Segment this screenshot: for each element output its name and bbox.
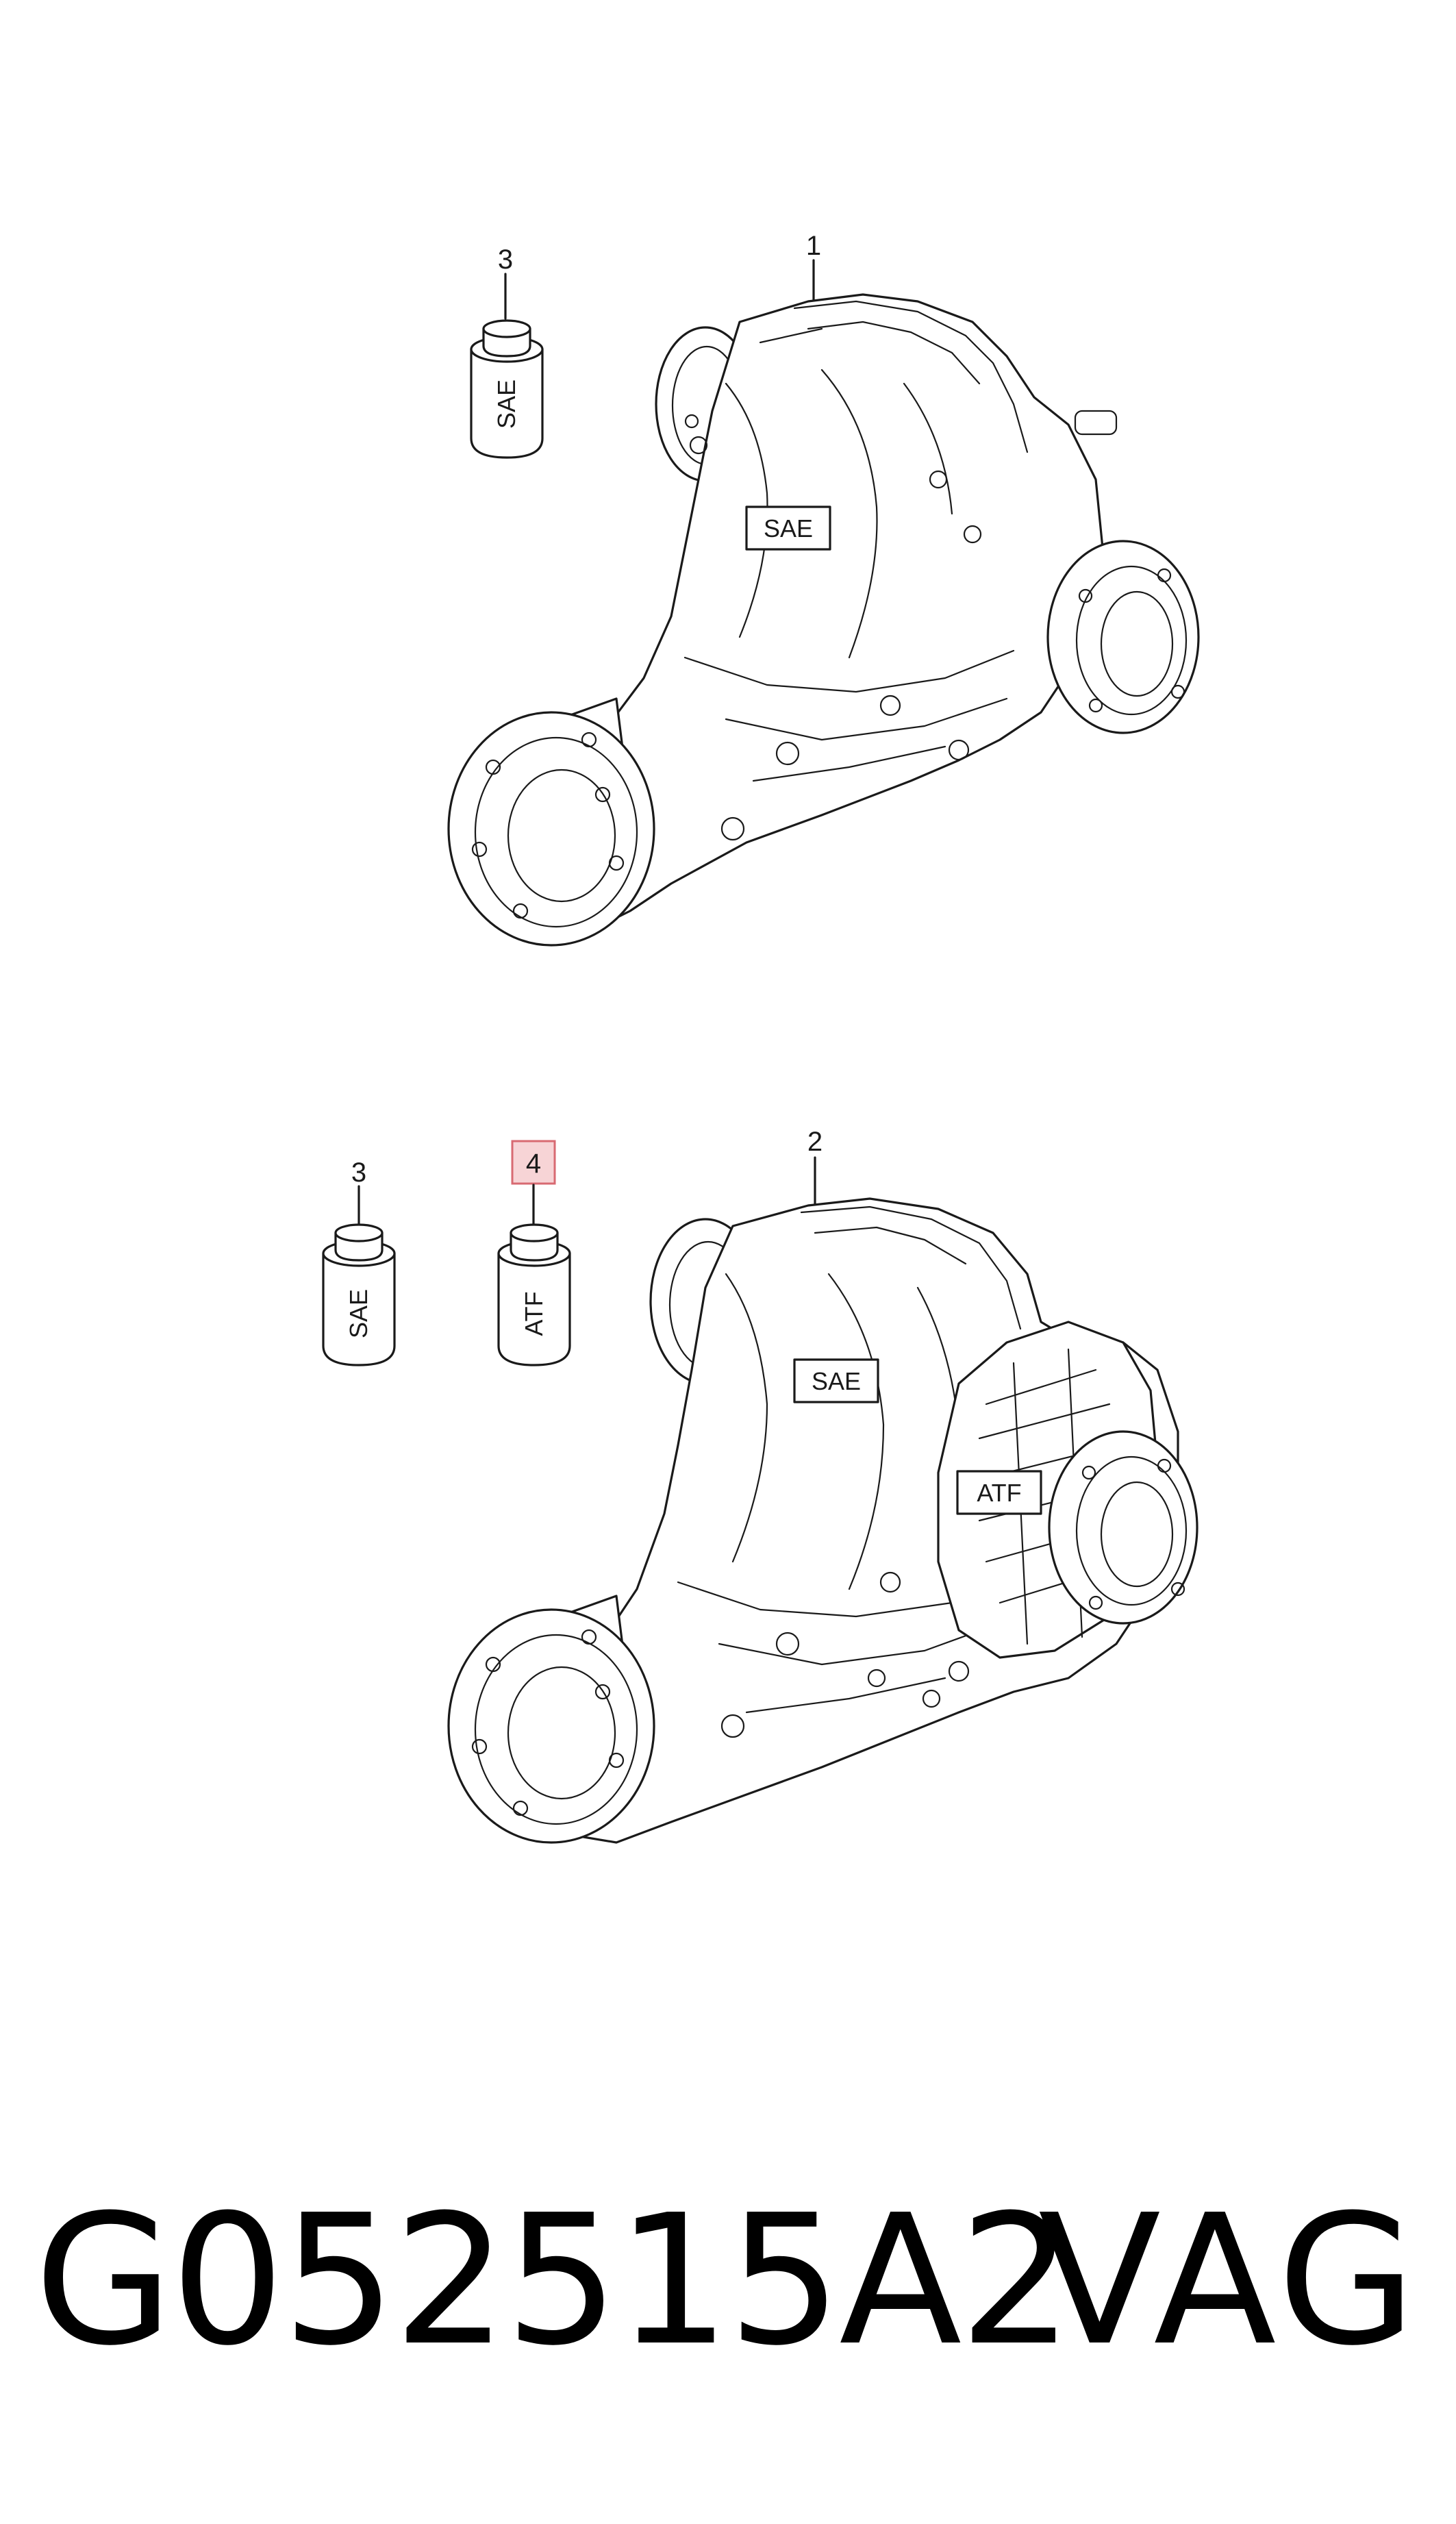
bottle-cap-top [334, 1223, 384, 1242]
bottle-label-atf: ATF [520, 1291, 548, 1336]
housing-body [505, 293, 1104, 933]
top-differential[interactable]: 1 [447, 231, 1200, 947]
bottle-cap-top [510, 1223, 559, 1242]
bottle-cap-top [482, 319, 531, 338]
housing-label-box [793, 1358, 879, 1403]
atf-label-box [956, 1470, 1042, 1515]
callout-3-bottom: 3 [351, 1158, 366, 1188]
side-output-flange [1048, 1430, 1198, 1625]
bottle-label-sae: SAE [492, 379, 520, 429]
callout-1: 1 [806, 231, 821, 261]
housing-label-box [745, 505, 831, 551]
housing-label-sae: SAE [764, 514, 813, 542]
bottom-atf-bottle[interactable]: 4 ATF [497, 1140, 571, 1366]
housing-label-atf: ATF [977, 1479, 1021, 1507]
bottle-label-sae: SAE [344, 1289, 373, 1338]
input-flange [447, 711, 655, 947]
top-sae-bottle[interactable]: 3 SAE [470, 245, 544, 459]
part-number: G052515A2 [34, 2176, 1073, 2385]
side-output-flange [1046, 540, 1200, 734]
callout-3-top: 3 [498, 245, 513, 275]
bottom-differential[interactable]: 2 [447, 1127, 1198, 1844]
brand-name: VAG [1038, 2176, 1420, 2385]
callout-4-highlight [511, 1140, 556, 1185]
bottle-body [322, 1252, 396, 1366]
callout-4: 4 [526, 1149, 541, 1179]
bottle-body [497, 1252, 571, 1366]
footer: G052515A2 VAG [0, 2178, 1456, 2384]
bottom-sae-bottle[interactable]: 3 SAE [322, 1158, 396, 1366]
callout-2: 2 [807, 1127, 823, 1157]
bottle-body [470, 348, 544, 459]
input-flange [447, 1608, 655, 1844]
housing-label-sae: SAE [812, 1367, 861, 1395]
